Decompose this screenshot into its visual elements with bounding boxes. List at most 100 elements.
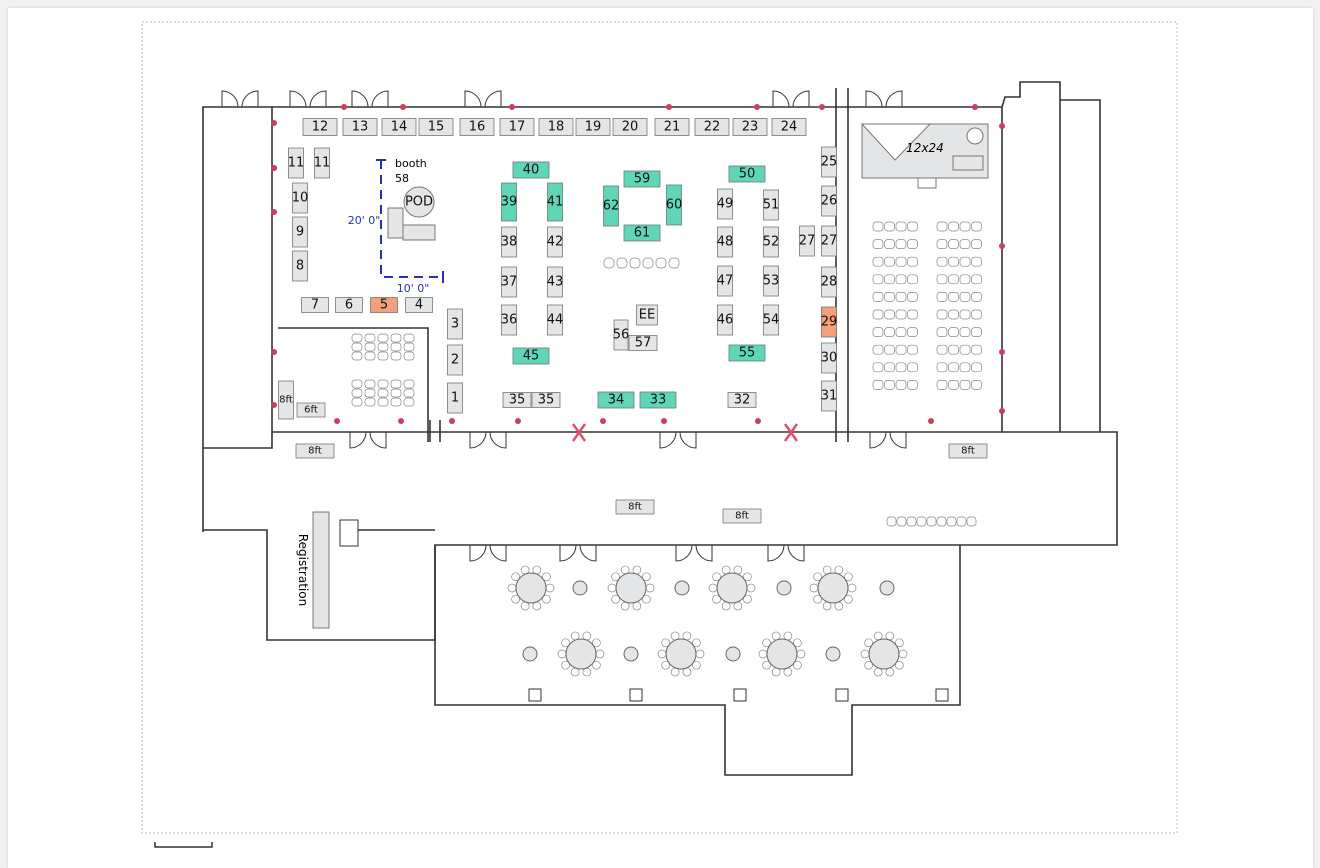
booth-26[interactable]: 26 xyxy=(821,185,838,217)
booth-30[interactable]: 30 xyxy=(821,342,838,374)
booth-rect[interactable] xyxy=(694,118,730,136)
booth-rect[interactable] xyxy=(623,224,661,242)
booth-rect[interactable] xyxy=(821,306,837,338)
booth-25[interactable]: 25 xyxy=(821,146,838,178)
cocktail-table[interactable] xyxy=(522,646,538,662)
booth-rect[interactable] xyxy=(612,118,648,136)
booth-47[interactable]: 47 xyxy=(717,265,734,297)
table-top[interactable] xyxy=(522,646,538,662)
booth-46[interactable]: 46 xyxy=(717,304,734,336)
booth-rect[interactable] xyxy=(639,391,677,409)
booth-rect[interactable] xyxy=(821,380,837,412)
booth-31[interactable]: 31 xyxy=(821,380,838,412)
booth-5[interactable]: 5 xyxy=(370,297,398,313)
booth-rect[interactable] xyxy=(821,266,837,298)
booth-rect[interactable] xyxy=(296,402,326,418)
booth-rect[interactable] xyxy=(538,118,574,136)
cocktail-table[interactable] xyxy=(879,580,895,596)
booth-60[interactable]: 60 xyxy=(666,184,683,226)
booth-8[interactable]: 8 xyxy=(292,250,308,282)
booth-27[interactable]: 27 xyxy=(799,225,816,257)
booth-45[interactable]: 45 xyxy=(512,347,550,365)
booth-rect[interactable] xyxy=(575,118,611,136)
table-top[interactable] xyxy=(766,638,798,670)
booth-6[interactable]: 6 xyxy=(335,297,363,313)
booth-rect[interactable] xyxy=(288,147,304,179)
booth-8ft[interactable]: 8ft xyxy=(948,443,988,459)
booth-rect[interactable] xyxy=(502,392,532,408)
booth-8ft[interactable]: 8ft xyxy=(615,499,655,515)
booth-8ft[interactable]: 8ft xyxy=(278,380,294,420)
table-top[interactable] xyxy=(868,638,900,670)
booth-rect[interactable] xyxy=(295,443,335,459)
booth-rect[interactable] xyxy=(499,118,535,136)
booth-rect[interactable] xyxy=(717,304,733,336)
booth-56[interactable]: 56 xyxy=(613,319,630,351)
booth-29[interactable]: 29 xyxy=(821,306,838,338)
booth-rect[interactable] xyxy=(370,297,398,313)
booth-rect[interactable] xyxy=(763,265,779,297)
table-top[interactable] xyxy=(665,638,697,670)
booth-rect[interactable] xyxy=(292,182,308,214)
booth-ee[interactable]: EE xyxy=(636,304,658,326)
booth-rect[interactable] xyxy=(597,391,635,409)
booth-44[interactable]: 44 xyxy=(547,304,564,336)
booth-3[interactable]: 3 xyxy=(447,308,463,340)
booth-22[interactable]: 22 xyxy=(694,118,730,136)
booth-11[interactable]: 11 xyxy=(288,147,305,179)
table-top[interactable] xyxy=(879,580,895,596)
booth-13[interactable]: 13 xyxy=(342,118,378,136)
table-top[interactable] xyxy=(515,572,547,604)
booth-16[interactable]: 16 xyxy=(459,118,495,136)
cocktail-table[interactable] xyxy=(725,646,741,662)
booth-rect[interactable] xyxy=(728,165,766,183)
round-table[interactable] xyxy=(657,631,705,677)
booth-rect[interactable] xyxy=(628,335,658,351)
booth-rect[interactable] xyxy=(717,188,733,220)
booth-59[interactable]: 59 xyxy=(623,170,661,188)
booth-rect[interactable] xyxy=(292,250,308,282)
booth-rect[interactable] xyxy=(615,499,655,515)
table-top[interactable] xyxy=(674,580,690,596)
booth-42[interactable]: 42 xyxy=(547,226,564,258)
booth-rect[interactable] xyxy=(512,347,550,365)
booth-35[interactable]: 35 xyxy=(502,392,532,408)
booth-rect[interactable] xyxy=(771,118,807,136)
booth-rect[interactable] xyxy=(405,297,433,313)
booth-rect[interactable] xyxy=(717,265,733,297)
booth-rect[interactable] xyxy=(948,443,988,459)
pod[interactable] xyxy=(403,186,435,218)
table-top[interactable] xyxy=(716,572,748,604)
cocktail-table[interactable] xyxy=(674,580,690,596)
table-top[interactable] xyxy=(825,646,841,662)
booth-rect[interactable] xyxy=(732,118,768,136)
booth-15[interactable]: 15 xyxy=(418,118,454,136)
table-top[interactable] xyxy=(623,646,639,662)
booth-8ft[interactable]: 8ft xyxy=(722,508,762,524)
booth-rect[interactable] xyxy=(292,216,308,248)
cocktail-table[interactable] xyxy=(825,646,841,662)
booth-10[interactable]: 10 xyxy=(292,182,309,214)
booth-7[interactable]: 7 xyxy=(301,297,329,313)
booth-32[interactable]: 32 xyxy=(727,392,757,408)
booth-rect[interactable] xyxy=(459,118,495,136)
cocktail-table[interactable] xyxy=(623,646,639,662)
booth-1[interactable]: 1 xyxy=(447,382,463,414)
booth-61[interactable]: 61 xyxy=(623,224,661,242)
booth-23[interactable]: 23 xyxy=(732,118,768,136)
round-table[interactable] xyxy=(809,565,857,611)
booth-62[interactable]: 62 xyxy=(603,185,620,227)
round-table[interactable] xyxy=(607,565,655,611)
booth-53[interactable]: 53 xyxy=(763,265,780,297)
booth-49[interactable]: 49 xyxy=(717,188,734,220)
booth-35[interactable]: 35 xyxy=(531,392,561,408)
booth-21[interactable]: 21 xyxy=(654,118,690,136)
booth-41[interactable]: 41 xyxy=(547,182,564,222)
booth-rect[interactable] xyxy=(501,304,517,336)
booth-rect[interactable] xyxy=(728,344,766,362)
cocktail-table[interactable] xyxy=(572,580,588,596)
booth-34[interactable]: 34 xyxy=(597,391,635,409)
booth-rect[interactable] xyxy=(418,118,454,136)
booth-rect[interactable] xyxy=(666,184,682,226)
table-top[interactable] xyxy=(615,572,647,604)
